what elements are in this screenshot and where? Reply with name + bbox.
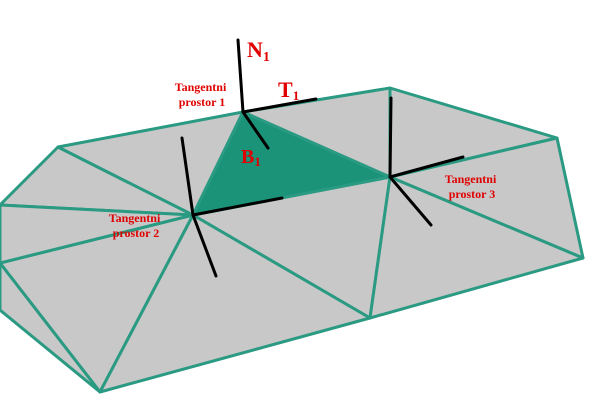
tangent-axis-1 [241, 97, 318, 114]
tangent-label: T1 [278, 77, 299, 103]
mesh-face [368, 175, 585, 320]
normal-axis-2 [180, 136, 195, 217]
normal-axis-3 [388, 96, 393, 179]
tangent-axis-2 [191, 196, 284, 217]
bitangent-axis-3 [388, 175, 433, 227]
mesh-face [98, 213, 372, 394]
mesh-faces [0, 86, 585, 394]
tangent-space-2-label: Tangentni prostor 2 [109, 211, 164, 240]
normal-label: N1 [247, 37, 270, 65]
highlighted-triangle [191, 110, 392, 217]
bitangent-axis-1 [241, 110, 270, 150]
mesh-face [0, 261, 102, 394]
tangent-space-1-label: Tangentni prostor 1 [175, 80, 230, 109]
mesh-face [0, 203, 195, 265]
bitangent-axis-2 [191, 213, 218, 278]
tangent-space-3-axes [388, 96, 465, 227]
normal-axis-1 [236, 38, 245, 114]
tangent-space-3-label: Tangentni prostor 3 [445, 172, 500, 201]
tangent-axis-3 [388, 155, 465, 179]
tangent-space-1-axes [236, 38, 318, 150]
tangent-space-2-axes [180, 136, 284, 278]
bitangent-label: B1 [241, 146, 261, 169]
